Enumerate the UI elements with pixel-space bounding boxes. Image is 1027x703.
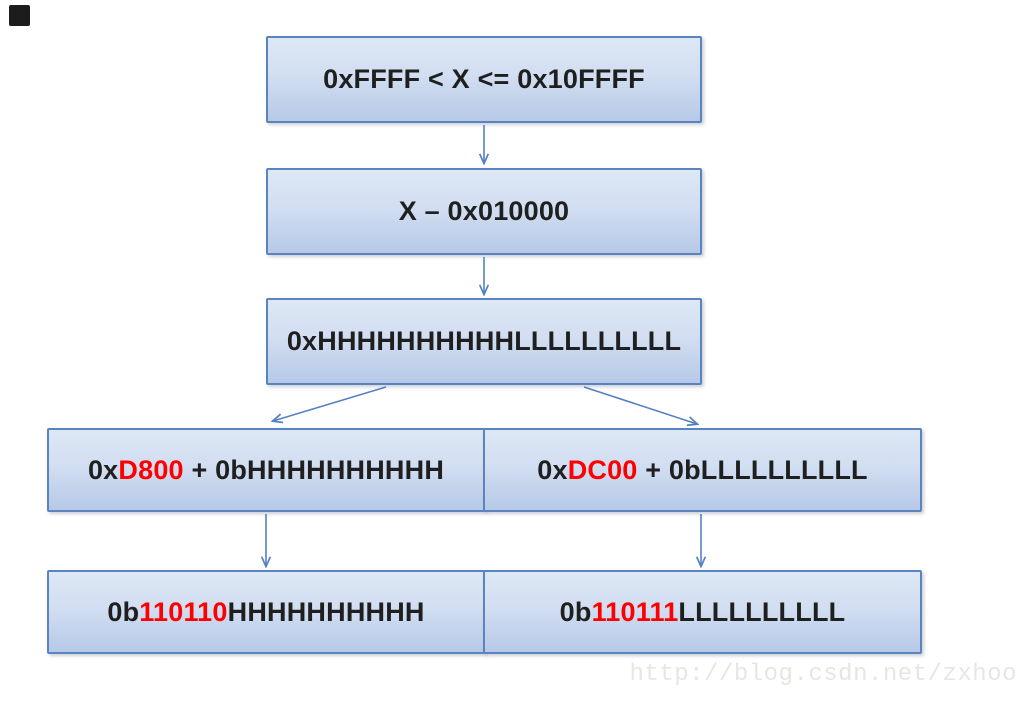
box-high-surrogate-hex: 0xD800 + 0bHHHHHHHHHH (47, 428, 485, 512)
text-segment: LLLLLLLLLL (678, 596, 846, 627)
watermark-url: http://blog.csdn.net/zxhoo (629, 661, 1017, 688)
text-segment: + 0bLLLLLLLLLL (637, 454, 868, 485)
text-segment-red: D800 (118, 454, 184, 485)
text-segment: 0x (537, 454, 568, 485)
text-segment: HHHHHHHHHH (227, 596, 425, 627)
text-segment-red: 110110 (139, 596, 228, 627)
text-segment-red: 110111 (591, 596, 679, 627)
box-text: 0b110111LLLLLLLLLL (560, 597, 846, 628)
text-segment: 0b (107, 596, 140, 627)
text-segment: 0x (87, 454, 119, 485)
box-split-bits: 0xHHHHHHHHHHLLLLLLLLLL (266, 298, 702, 385)
box-subtract-offset: X – 0x010000 (266, 168, 702, 255)
text-segment: 0b (559, 596, 592, 627)
box-text: 0xHHHHHHHHHHLLLLLLLLLL (286, 326, 682, 356)
text-segment: + 0bHHHHHHHHHH (183, 454, 445, 485)
box-text: 0xD800 + 0bHHHHHHHHHH (88, 455, 444, 486)
box-text: X – 0x010000 (398, 196, 570, 226)
box-text: 0xFFFF < X <= 0x10FFFF (323, 64, 645, 94)
box-text: 0xDC00 + 0bLLLLLLLLLL (537, 455, 868, 486)
box-text: 0b110110HHHHHHHHHH (107, 597, 424, 628)
box-codepoint-range: 0xFFFF < X <= 0x10FFFF (266, 36, 702, 123)
arrow-split-to-high (273, 386, 387, 421)
dark-corner-square (9, 5, 30, 26)
arrow-split-to-low (583, 386, 697, 424)
box-high-surrogate-binary: 0b110110HHHHHHHHHH (47, 570, 485, 654)
text-segment-red: DC00 (567, 454, 638, 485)
box-low-surrogate-binary: 0b110111LLLLLLLLLL (483, 570, 922, 654)
box-low-surrogate-hex: 0xDC00 + 0bLLLLLLLLLL (483, 428, 922, 512)
